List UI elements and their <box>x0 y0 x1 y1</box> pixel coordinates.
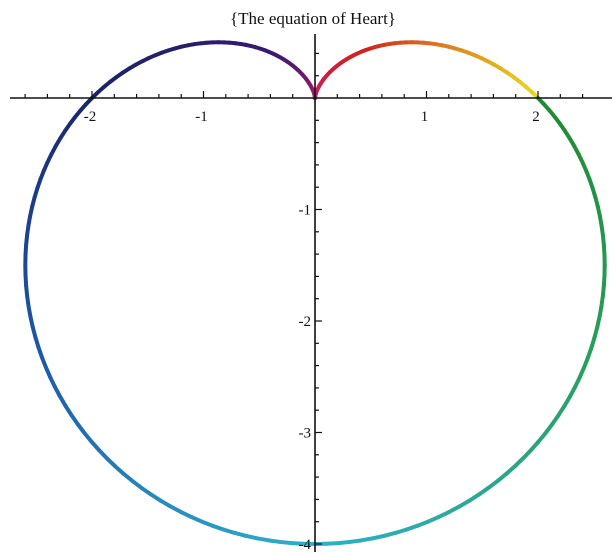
y-tick-label: -1 <box>299 203 312 219</box>
axis-ticks <box>24 52 584 545</box>
curve-segment <box>535 95 546 106</box>
heart-curve <box>23 40 607 546</box>
y-tick-label: -2 <box>299 314 312 330</box>
x-tick-label: 2 <box>532 109 540 125</box>
chart-title: {The equation of Heart} <box>230 9 396 28</box>
y-tick-label: -3 <box>299 426 312 442</box>
tick-labels: -2 -1 1 2 -1 -2 -3 -4 <box>84 109 540 553</box>
x-tick-label: 1 <box>421 109 429 125</box>
x-tick-label: -2 <box>84 109 97 125</box>
x-tick-label: -1 <box>195 109 208 125</box>
y-tick-label: -4 <box>299 537 312 553</box>
